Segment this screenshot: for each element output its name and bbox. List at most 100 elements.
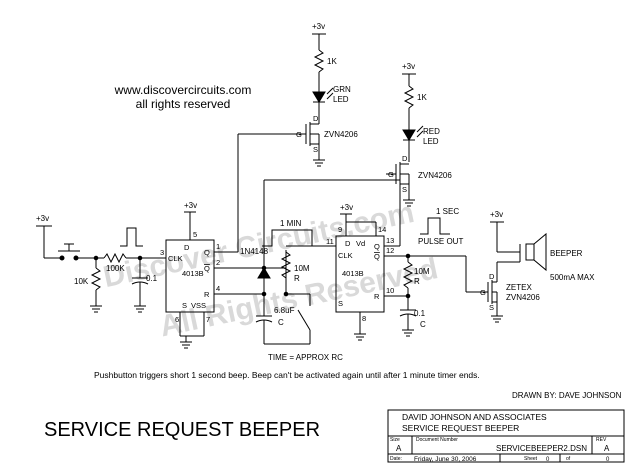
- tb-docnum: SERVICEBEEPER2.DSN: [496, 444, 587, 453]
- q-out-label-1: ZETEX: [506, 283, 532, 292]
- supply-red: +3v: [402, 62, 415, 71]
- supply-grn: +3v: [312, 22, 325, 31]
- ic1-s: S: [182, 301, 187, 310]
- ic1-pin3: 3: [160, 248, 164, 257]
- led-grn-label-2: LED: [333, 95, 349, 104]
- fet-out-s: S: [489, 303, 494, 312]
- supply-ic1: +3v: [184, 201, 197, 210]
- ic2-pin12: 12: [386, 246, 394, 255]
- red-led-branch: [386, 73, 424, 207]
- ic1-q: Q: [204, 248, 210, 257]
- c-68-label-2: C: [278, 318, 284, 327]
- fet-out-d: D: [489, 272, 495, 281]
- r-10k-label: 10K: [74, 277, 89, 286]
- ic2-q: Q: [374, 242, 380, 251]
- fet-grn-d: D: [313, 114, 319, 123]
- q-grn-label: ZVN4206: [324, 130, 358, 139]
- tb-size-label: Size: [390, 437, 400, 443]
- minute-timer-network: [224, 179, 400, 345]
- drawn-by-text: DRAWN BY: DAVE JOHNSON: [512, 391, 622, 400]
- c-68-label-1: 6.8uF: [274, 306, 295, 315]
- ic2-vd: Vd: [356, 239, 365, 248]
- tb-sheet-total: 0: [606, 457, 610, 463]
- led-red-label-1: RED: [423, 127, 440, 136]
- ic2-pin13: 13: [386, 236, 394, 245]
- ic2-d: D: [345, 239, 351, 248]
- supply-left: +3v: [36, 214, 49, 223]
- tb-rev-label: REV: [596, 437, 607, 443]
- ic2-pin9: 9: [338, 225, 342, 234]
- c-01a-label: 0.1: [146, 274, 158, 283]
- fet-red-d: D: [402, 154, 408, 163]
- diode-label: 1N4148: [240, 247, 269, 256]
- fet-grn-s: S: [313, 145, 318, 154]
- r-100k-label: 100K: [106, 264, 125, 273]
- beeper-max-label: 500mA MAX: [550, 273, 595, 282]
- ground-symbols-left: [90, 305, 146, 313]
- website-text: www.discovercircuits.com: [114, 83, 252, 97]
- q-red-label: ZVN4206: [418, 171, 452, 180]
- tb-of-label: of: [566, 456, 571, 462]
- tb-rev: A: [604, 444, 610, 453]
- title-block-frame: [387, 409, 625, 463]
- one-min-label: 1 MIN: [280, 219, 302, 228]
- ic1-clk: CLK: [168, 254, 183, 263]
- ic2-r: R: [374, 292, 380, 301]
- rights-text: all rights reserved: [136, 97, 231, 111]
- one-sec-label: 1 SEC: [436, 207, 459, 216]
- tb-sheet-label: Sheet: [524, 456, 538, 462]
- ic1-vss: VSS: [191, 301, 206, 310]
- r-red-label: 1K: [417, 93, 427, 102]
- ic1-pin7: 7: [206, 315, 210, 324]
- c-01b-label-2: C: [420, 320, 426, 329]
- tb-docnum-label: Document Number: [416, 437, 458, 443]
- r-10m-a-label-2: R: [294, 274, 300, 283]
- approx-rc-label: TIME = APPROX RC: [268, 353, 343, 362]
- tb-sheet-num: 0: [546, 457, 550, 463]
- beeper-label: BEEPER: [550, 249, 583, 258]
- r-10m-b-label-1: 10M: [414, 267, 430, 276]
- fet-out-g: G: [480, 288, 486, 297]
- supply-ic2: +3v: [340, 203, 353, 212]
- led-grn-label-1: GRN: [333, 85, 351, 94]
- r-10m-a-label-1: 10M: [294, 264, 310, 273]
- r-grn-label: 1K: [327, 57, 337, 66]
- beeper-output: [487, 221, 547, 323]
- ic1-d: D: [184, 243, 190, 252]
- ic1-part: 4013B: [182, 269, 204, 278]
- ic2-pin11: 11: [326, 237, 334, 246]
- ic1-pin1: 1: [216, 242, 220, 251]
- fet-grn-g: G: [296, 130, 302, 139]
- r-10m-b-label-2: R: [414, 277, 420, 286]
- ic1-qbar: Q: [204, 264, 210, 273]
- ic1-r: R: [204, 290, 210, 299]
- supply-beeper: +3v: [490, 210, 503, 219]
- drawing-title: SERVICE REQUEST BEEPER: [44, 419, 320, 441]
- ic1-pin6: 6: [175, 315, 179, 324]
- c-01b-label-1: 0.1: [414, 309, 426, 318]
- description-text: Pushbutton triggers short 1 second beep.…: [94, 370, 480, 380]
- ic2-s: S: [338, 299, 343, 308]
- input-network: [43, 226, 166, 306]
- tb-project: SERVICE REQUEST BEEPER: [402, 423, 519, 433]
- ic2-pin8: 8: [362, 314, 366, 323]
- ic2-pin10: 10: [386, 286, 394, 295]
- tb-date: Friday, June 30, 2006: [414, 456, 477, 463]
- ic2-chip: [322, 180, 488, 341]
- ic1-pin5: 5: [193, 230, 197, 239]
- tb-date-label: Date:: [390, 456, 402, 462]
- tb-company: DAVID JOHNSON AND ASSOCIATES: [402, 412, 547, 422]
- pulse-out-label: PULSE OUT: [418, 237, 463, 246]
- led-red-label-2: LED: [423, 137, 439, 146]
- ic2-qbar: Q: [374, 252, 380, 261]
- green-led-branch: [305, 33, 334, 167]
- q-out-label-2: ZVN4206: [506, 293, 540, 302]
- ic2-clk: CLK: [338, 251, 353, 260]
- fet-red-g: G: [388, 170, 394, 179]
- tb-size: A: [396, 444, 402, 453]
- ic2-pin14: 14: [378, 225, 386, 234]
- fet-red-s: S: [402, 185, 407, 194]
- ic1-pin4: 4: [216, 284, 220, 293]
- ic1-pin2: 2: [216, 258, 220, 267]
